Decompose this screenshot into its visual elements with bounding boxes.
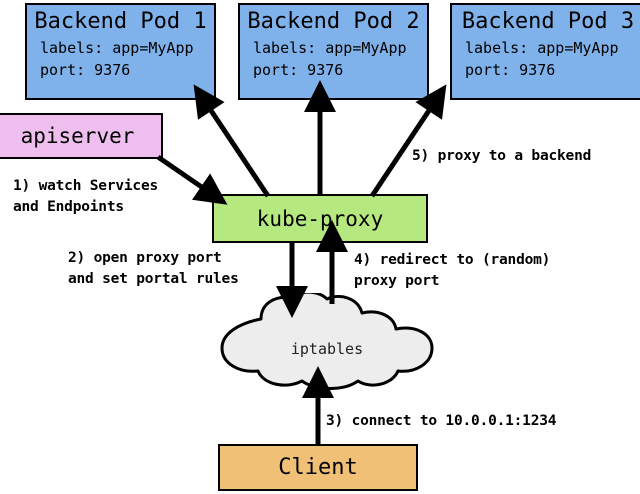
step-1-caption: 1) watch Services and Endpoints	[13, 178, 159, 215]
step-2-caption: 2) open proxy port and set portal rules	[68, 250, 239, 287]
backend-pod-2-labels: labels: app=MyApp	[253, 39, 407, 57]
iptables-cloud: iptables	[188, 293, 466, 397]
cloud-shape-icon	[220, 293, 434, 390]
client-box: Client	[218, 444, 418, 491]
apiserver-box: apiserver	[0, 113, 163, 159]
backend-pod-3-title: Backend Pod 3	[461, 9, 635, 34]
step-3-caption: 3) connect to 10.0.0.1:1234	[326, 413, 557, 429]
backend-pod-1-box: Backend Pod 1 labels: app=MyApp port: 93…	[25, 3, 216, 100]
backend-pod-3-labels: labels: app=MyApp	[465, 39, 619, 57]
backend-pod-3-port: port: 9376	[465, 61, 556, 79]
arrow-kubeproxy-to-pod3	[369, 84, 447, 198]
apiserver-label: apiserver	[20, 124, 135, 148]
step-5-caption: 5) proxy to a backend	[412, 148, 592, 164]
iptables-label: iptables	[290, 340, 364, 358]
backend-pod-1-labels: labels: app=MyApp	[40, 39, 194, 57]
backend-pod-1-title: Backend Pod 1	[34, 9, 207, 34]
backend-pod-1-port: port: 9376	[40, 61, 131, 79]
arrow-apiserver-to-kubeproxy	[156, 154, 228, 205]
backend-pod-2-title: Backend Pod 2	[247, 9, 420, 34]
step-4-caption: 4) redirect to (random) proxy port	[354, 252, 551, 289]
client-label: Client	[278, 454, 358, 480]
arrow-kubeproxy-to-pod1	[193, 84, 271, 198]
backend-pod-3-box: Backend Pod 3 labels: app=MyApp port: 93…	[450, 3, 640, 100]
backend-pod-2-port: port: 9376	[253, 61, 344, 79]
